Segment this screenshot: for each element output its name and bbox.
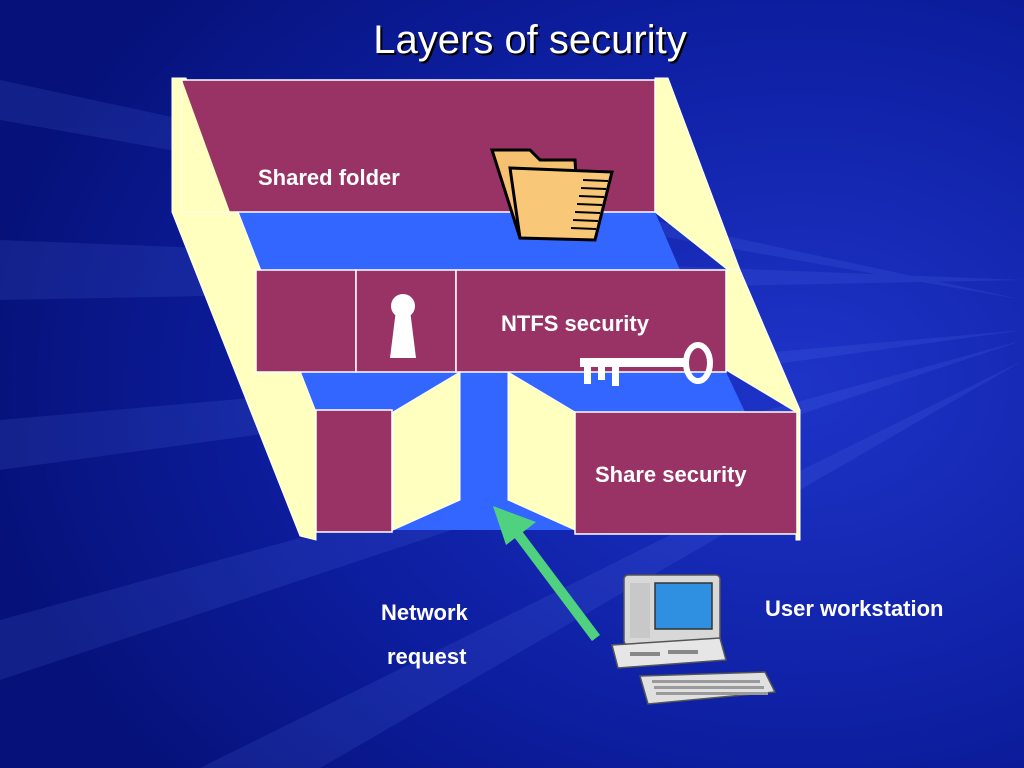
share-wall-left (315, 409, 393, 533)
right-door (507, 371, 576, 531)
ntfs-security-label: NTFS security (501, 311, 649, 336)
left-door (392, 371, 461, 531)
user-workstation-label: User workstation (765, 596, 944, 621)
network-request-arrow (493, 506, 600, 641)
folder-icon (489, 148, 614, 242)
network-request-label-line2: request (387, 644, 467, 669)
ntfs-wall-left (255, 269, 357, 373)
shared-folder-label: Shared folder (258, 165, 400, 190)
computer-icon (611, 574, 777, 705)
right-side-panel-back (654, 77, 741, 271)
keyhole-icon (390, 294, 416, 358)
ntfs-wall-right (455, 269, 727, 373)
network-request-label-line1: Network (381, 600, 468, 625)
share-security-label: Share security (595, 462, 747, 487)
floor-entry (393, 372, 575, 530)
floor-back (230, 212, 680, 270)
key-icon (580, 342, 713, 386)
page-title: Layers of security (373, 18, 687, 62)
